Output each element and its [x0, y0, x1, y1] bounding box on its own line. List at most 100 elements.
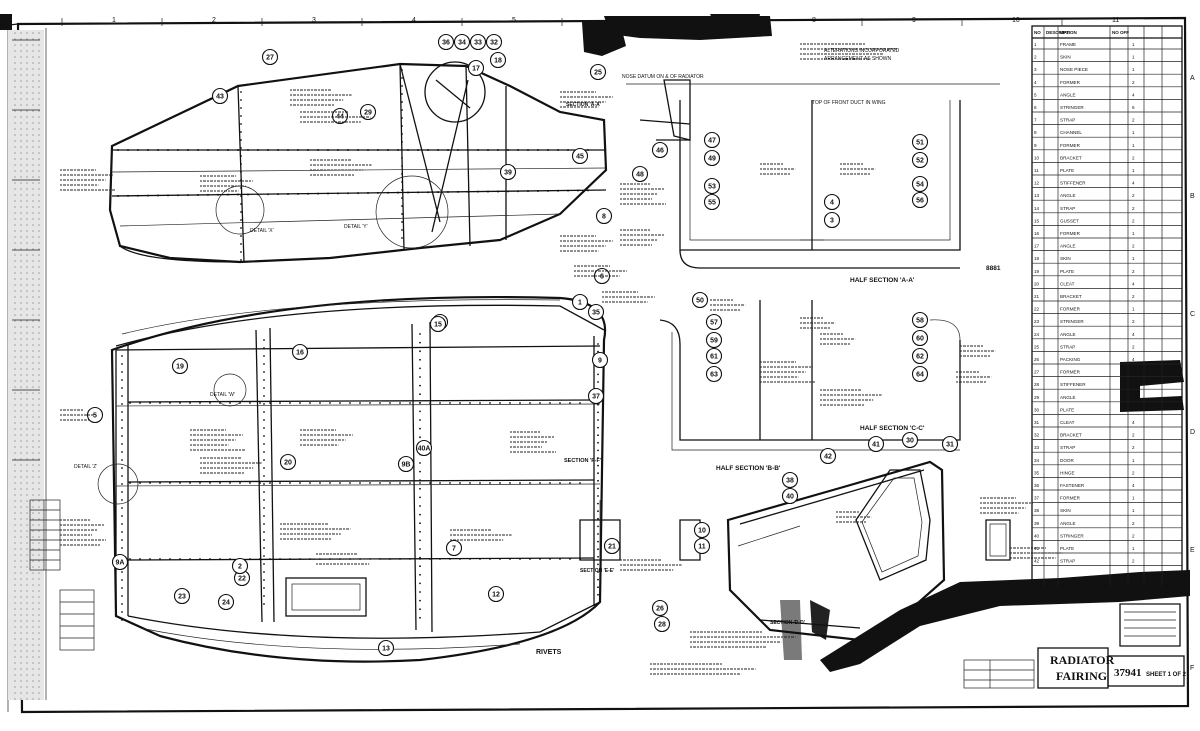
balloon-callout: 51 — [911, 133, 929, 151]
parts-cell-desc: FORMER — [1060, 496, 1081, 501]
balloon-callout: 39 — [499, 163, 517, 181]
balloon-callout: 17 — [467, 59, 485, 77]
balloon-number: 34 — [458, 40, 466, 47]
balloon-number: 4 — [830, 200, 834, 207]
balloon-number: 24 — [222, 600, 230, 607]
row-letter: B — [1190, 193, 1195, 200]
parts-cell-desc: FORMER — [1060, 370, 1081, 375]
parts-cell-qty: 2 — [1132, 218, 1135, 223]
parts-cell-no: 20 — [1034, 281, 1040, 286]
balloon-number: 10 — [698, 528, 706, 535]
title-block: RADIATOR FAIRING 37941 SHEET 1 OF 2 — [963, 603, 1187, 689]
balloon-callout: 42 — [819, 447, 837, 465]
parts-cell-desc: STRINGER — [1060, 319, 1084, 324]
balloon-number: 19 — [176, 364, 184, 371]
parts-cell-no: 18 — [1034, 256, 1040, 261]
balloon-callout: 34 — [453, 33, 471, 51]
balloon-callout: 38 — [781, 471, 799, 489]
parts-cell-qty: 4 — [1132, 332, 1135, 337]
parts-cell-qty: 1 — [1132, 256, 1135, 261]
balloon-number: 27 — [266, 55, 274, 62]
parts-cell-no: 26 — [1034, 357, 1040, 362]
balloon-number: 37 — [592, 394, 600, 401]
parts-cell-qty: 4 — [1132, 483, 1135, 488]
balloon-callout: 48 — [631, 165, 649, 183]
parts-cell-desc: FORMER — [1060, 231, 1081, 236]
parts-cell-qty: 1 — [1132, 130, 1135, 135]
parts-cell-desc: CHANNEL — [1060, 130, 1082, 135]
parts-cell-desc: BRACKET — [1060, 433, 1082, 438]
balloon-callout: 24 — [217, 593, 235, 611]
front-duct-label: TOP OF FRONT DUCT IN WING — [812, 100, 886, 106]
balloon-callout: 29 — [359, 103, 377, 121]
balloon-callout: 62 — [911, 347, 929, 365]
balloon-callout: 31 — [941, 435, 959, 453]
parts-cell-qty: 1 — [1132, 67, 1135, 72]
balloon-callout: 13 — [377, 639, 395, 657]
row-letter: D — [1190, 429, 1195, 436]
parts-cell-desc: GUSSET — [1060, 218, 1079, 223]
parts-cell-qty: 1 — [1132, 508, 1135, 513]
title-line-1: RADIATOR — [1050, 653, 1115, 667]
parts-cell-desc: PACKING — [1060, 357, 1081, 362]
balloon-callout: 49 — [703, 149, 721, 167]
parts-cell-desc: FRAME — [1060, 42, 1076, 47]
balloon-callout: 27 — [261, 48, 279, 66]
balloon-number: 9A — [116, 560, 125, 567]
parts-cell-qty: 4 — [1132, 181, 1135, 186]
parts-cell-desc: HINGE — [1060, 470, 1075, 475]
parts-cell-no: 31 — [1034, 420, 1040, 425]
parts-cell-qty: 4 — [1132, 281, 1135, 286]
half-section-cc — [726, 460, 1011, 642]
parts-cell-qty: 2 — [1132, 244, 1135, 249]
section-aa-small-label: SECTION 'A-A' — [566, 102, 601, 108]
parts-cell-desc: BRACKET — [1060, 294, 1082, 299]
parts-cell-no: 5 — [1034, 92, 1037, 97]
parts-cell-desc: BRACKET — [1060, 155, 1082, 160]
parts-cell-qty: 2 — [1132, 155, 1135, 160]
balloon-callout: 33 — [469, 33, 487, 51]
balloon-number: 25 — [594, 70, 602, 77]
balloon-callout: 57 — [705, 313, 723, 331]
balloon-callout: 64 — [911, 365, 929, 383]
column-number: 2 — [212, 17, 216, 24]
balloon-number: 7 — [452, 546, 456, 553]
balloon-number: 39 — [504, 170, 512, 177]
parts-cell-no: 12 — [1034, 181, 1040, 186]
balloon-callout: 40A — [415, 439, 433, 457]
parts-cell-qty: 1 — [1132, 546, 1135, 551]
parts-cell-no: 21 — [1034, 294, 1040, 299]
parts-cell-no: 24 — [1034, 332, 1040, 337]
parts-cell-qty: 1 — [1132, 407, 1135, 412]
balloon-number: 50 — [696, 298, 704, 305]
parts-cell-no: 14 — [1034, 206, 1040, 211]
parts-cell-qty: 1 — [1132, 231, 1135, 236]
parts-cell-qty: 1 — [1132, 168, 1135, 173]
balloon-callout: 61 — [705, 347, 723, 365]
balloon-callout: 25 — [589, 63, 607, 81]
parts-cell-no: 25 — [1034, 344, 1040, 349]
balloon-number: 28 — [658, 622, 666, 629]
fairing-plan-view — [97, 295, 607, 663]
balloon-callout: 50 — [691, 291, 709, 309]
parts-cell-qty: 2 — [1132, 445, 1135, 450]
parts-cell-desc: FORMER — [1060, 80, 1081, 85]
balloon-callout: 3 — [823, 211, 841, 229]
parts-cell-desc: FASTENER — [1060, 483, 1085, 488]
balloon-callout: 21 — [603, 537, 621, 555]
balloon-number: 63 — [710, 372, 718, 379]
parts-cell-no: 39 — [1034, 521, 1040, 526]
detail-y-label: DETAIL 'Y' — [344, 224, 368, 230]
parts-cell-no: 22 — [1034, 307, 1040, 312]
